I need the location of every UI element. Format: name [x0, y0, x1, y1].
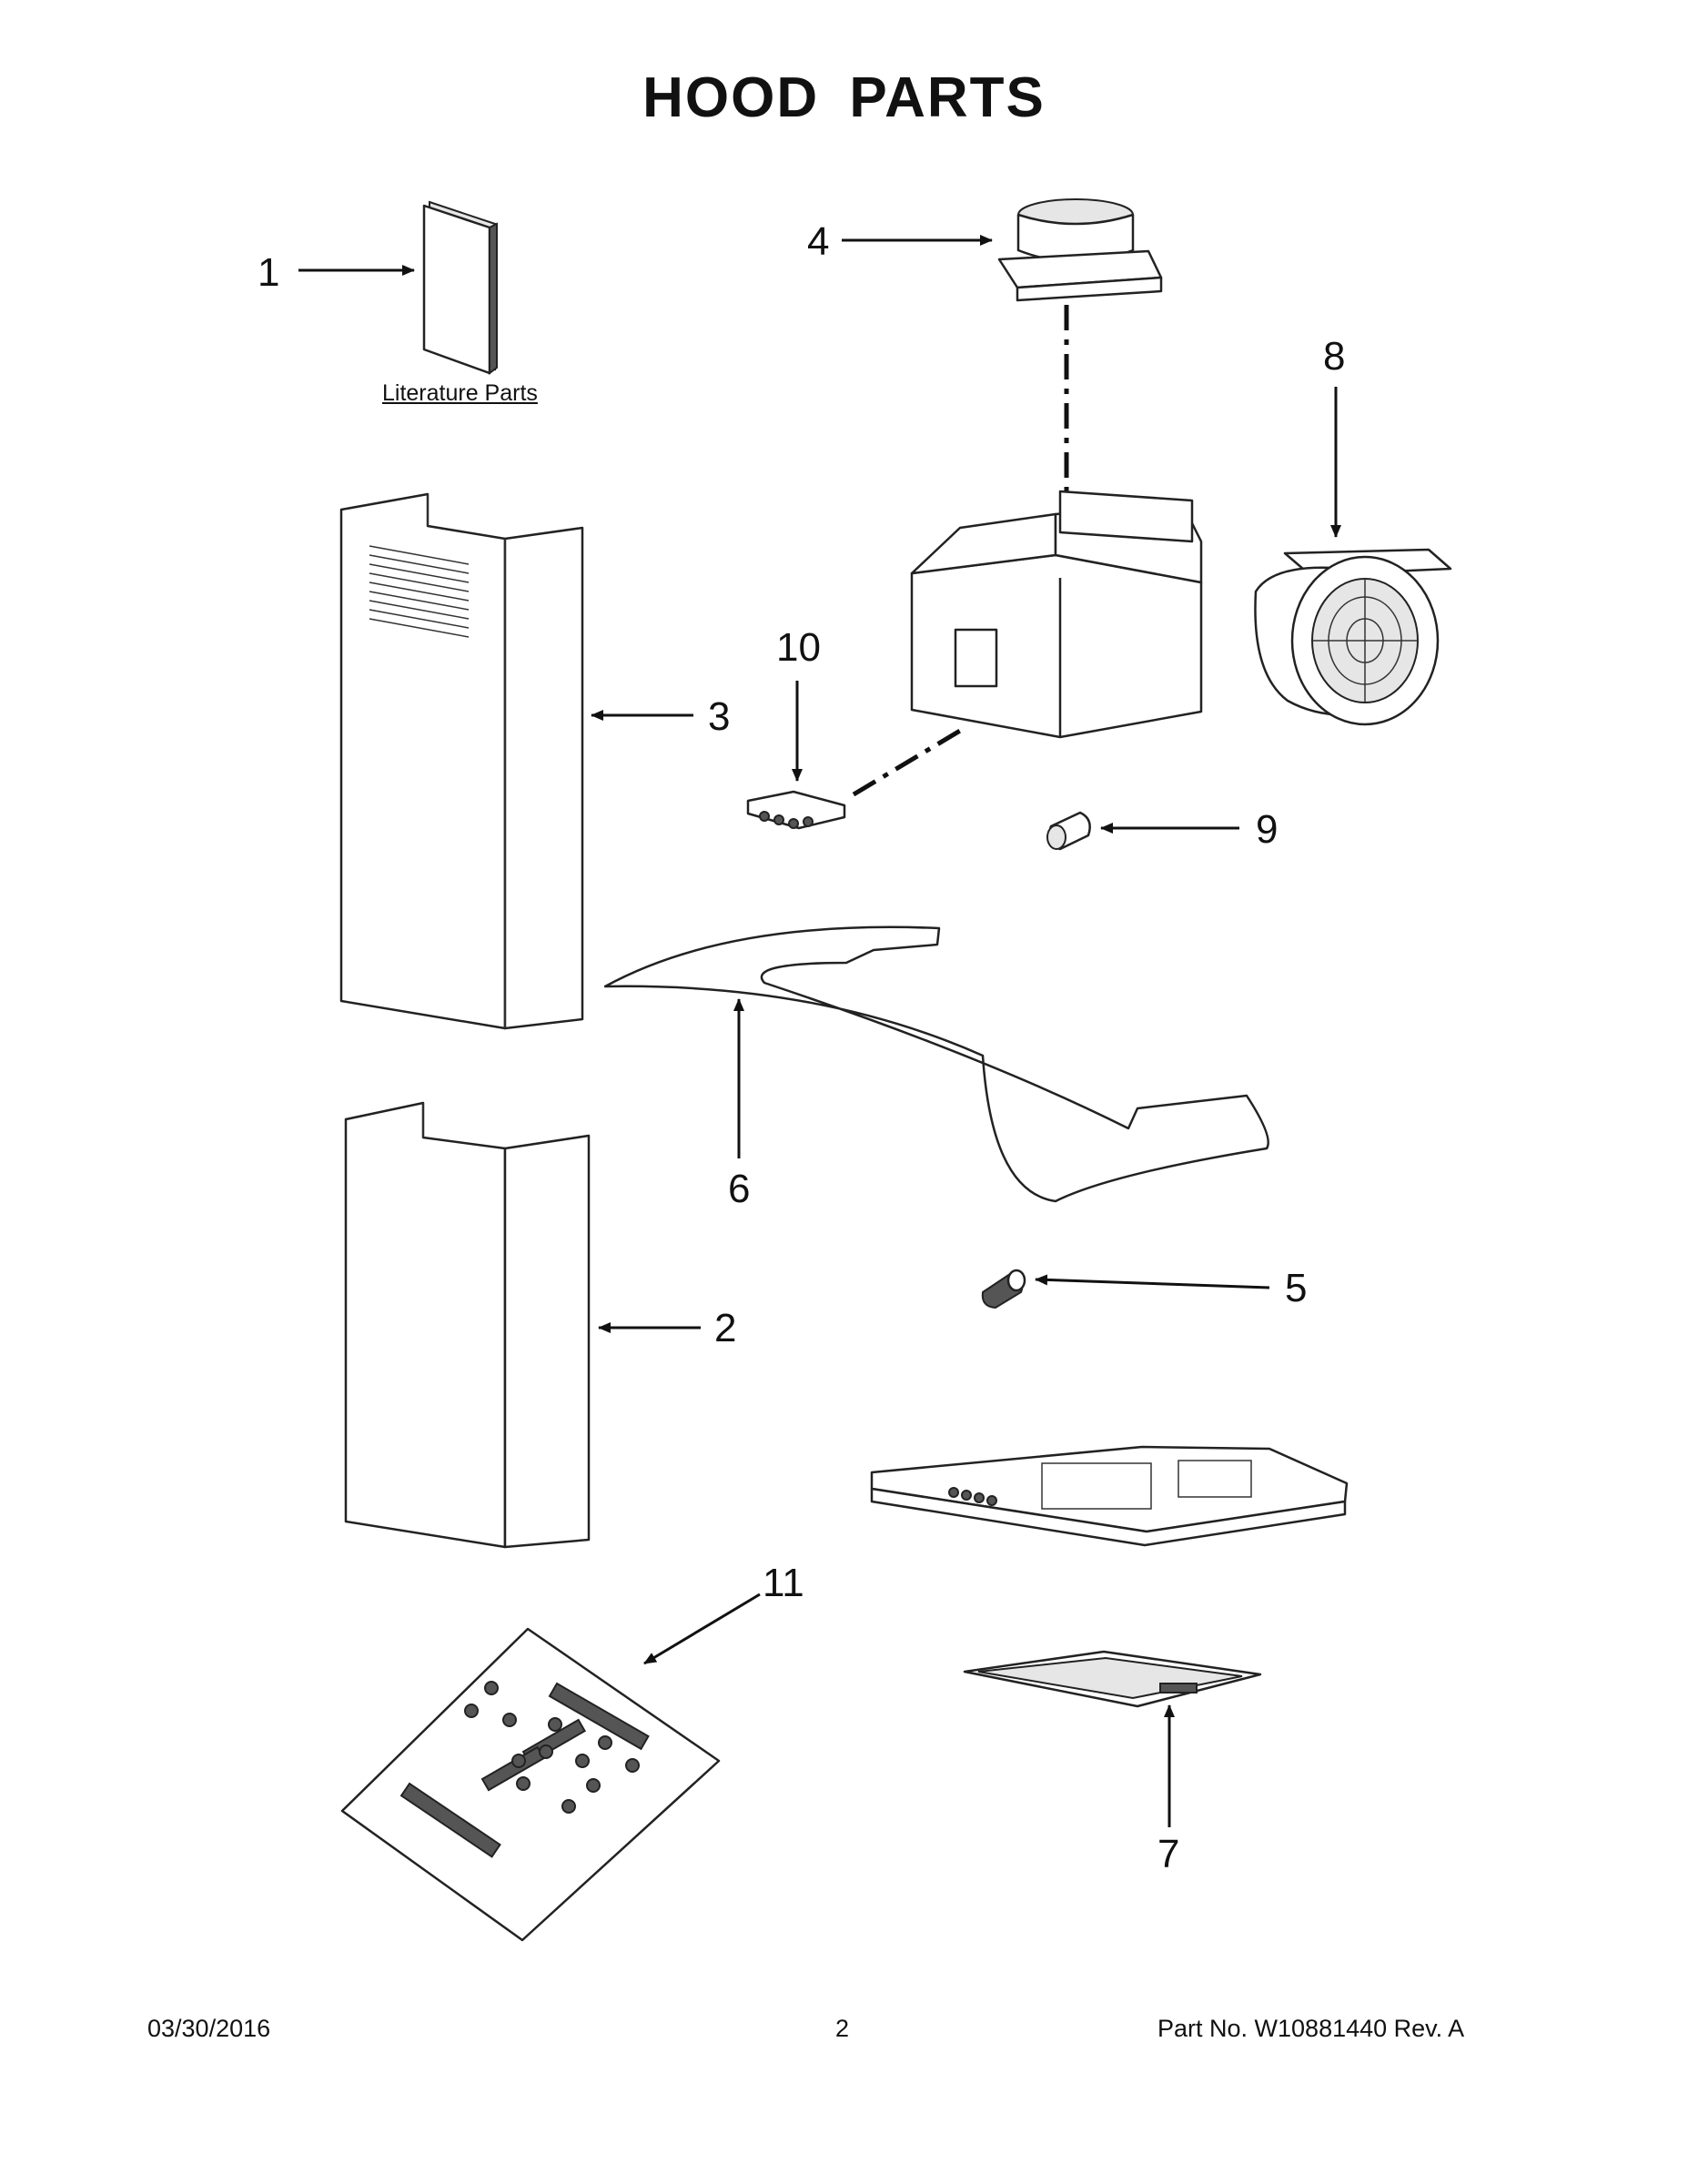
callout-11: 11	[763, 1561, 804, 1605]
glass-canopy-illustration	[603, 925, 1269, 1203]
grease-filter-illustration	[963, 1650, 1262, 1708]
control-switch-illustration	[746, 790, 846, 830]
callout-2: 2	[714, 1306, 737, 1350]
capacitor-illustration	[1046, 811, 1091, 851]
blower-fan-illustration	[1254, 548, 1452, 726]
hood-body-illustration	[870, 1445, 1349, 1547]
callout-9: 9	[1256, 807, 1279, 852]
page-title: HOOD PARTS	[642, 66, 1046, 129]
callout-5: 5	[1285, 1266, 1308, 1310]
callout-6: 6	[728, 1167, 751, 1211]
footer-date: 03/30/2016	[147, 2015, 271, 2042]
callout-7: 7	[1157, 1832, 1180, 1876]
light-bulb-illustration	[981, 1269, 1026, 1309]
upper-chimney-illustration	[339, 492, 584, 1030]
lower-chimney-illustration	[344, 1101, 591, 1549]
damper-illustration	[997, 198, 1163, 302]
hardware-bag-illustration	[340, 1627, 721, 1942]
arrow-5	[1035, 1274, 1270, 1289]
blower-housing-illustration	[910, 490, 1203, 739]
callout-10: 10	[776, 625, 821, 670]
callout-4: 4	[807, 219, 830, 264]
footer-part-number: Part No. W10881440 Rev. A	[1157, 2015, 1465, 2042]
alignment-line-10	[852, 725, 966, 797]
footer-page-number: 2	[835, 2015, 850, 2042]
callout-8: 8	[1323, 334, 1346, 379]
callout-3: 3	[708, 694, 731, 739]
literature-parts-label: Literature Parts	[382, 380, 538, 406]
arrow-11	[643, 1592, 761, 1665]
callout-1: 1	[258, 250, 280, 295]
literature-booklet-illustration	[422, 200, 498, 375]
